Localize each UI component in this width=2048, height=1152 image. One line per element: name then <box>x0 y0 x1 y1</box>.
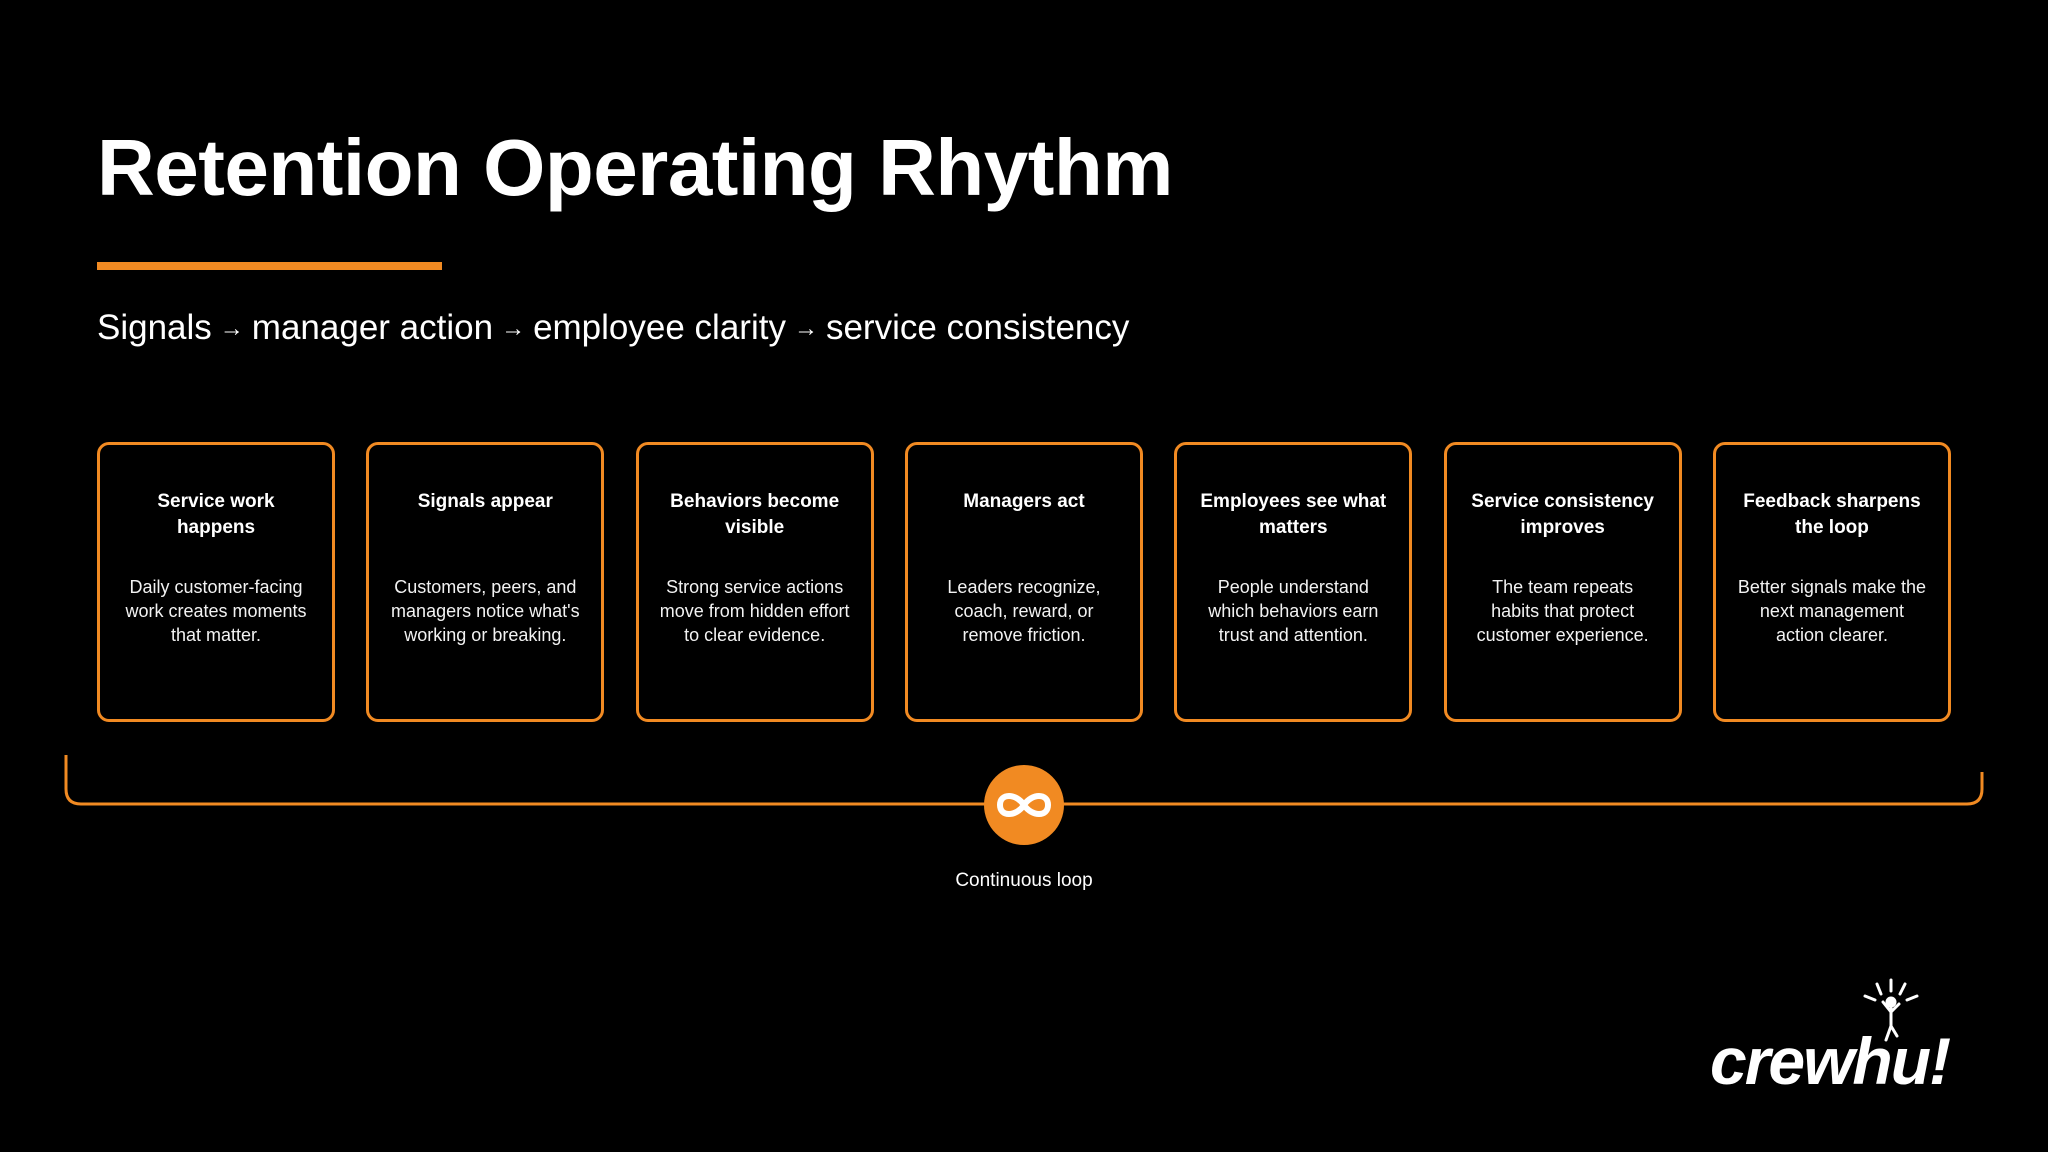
step-card-text: Strong service actions move from hidden … <box>659 577 850 645</box>
step-card-text: Customers, peers, and managers notice wh… <box>391 577 580 645</box>
step-card-title: Feedback sharpens the loop <box>1743 491 1921 538</box>
step-card: Managers act Leaders recognize, coach, r… <box>904 442 1143 722</box>
subtitle-step: Signals <box>97 308 212 347</box>
step-card-title: Managers act <box>963 491 1085 512</box>
step-card: Employees see what matters People unders… <box>1174 442 1413 722</box>
step-card: Service consistency improves The team re… <box>1443 442 1682 722</box>
step-card-title: Service work happens <box>157 491 275 538</box>
step-card-title: Behaviors become visible <box>670 491 840 538</box>
step-card-text: The team repeats habits that protect cus… <box>1476 577 1649 645</box>
step-card: Service work happens Daily customer-faci… <box>97 442 335 722</box>
infinity-icon <box>984 765 1064 845</box>
page-title: Retention Operating Rhythm <box>97 123 1173 212</box>
step-card-text: People understand which behaviors earn t… <box>1208 577 1379 645</box>
step-card-text: Leaders recognize, coach, reward, or rem… <box>947 577 1101 645</box>
crewhu-logo: crewhu! <box>1710 1024 1951 1098</box>
step-card-title: Signals appear <box>417 491 553 512</box>
step-cards: Service work happens Daily customer-faci… <box>97 442 1951 722</box>
subtitle-step: service consistency <box>825 308 1130 347</box>
step-card: Behaviors become visible Strong service … <box>635 442 874 722</box>
arrow-icon: → <box>501 315 526 342</box>
step-card-title: Employees see what matters <box>1200 491 1387 538</box>
subtitle-step: manager action <box>251 308 494 347</box>
step-card: Feedback sharpens the loop Better signal… <box>1712 442 1951 722</box>
loop-label: Continuous loop <box>955 870 1093 891</box>
step-card-text: Daily customer-facing work creates momen… <box>125 577 307 645</box>
step-card: Signals appear Customers, peers, and man… <box>366 442 605 722</box>
step-card-title: Service consistency improves <box>1471 491 1654 538</box>
step-card-text: Better signals make the next management … <box>1737 577 1927 645</box>
arrow-icon: → <box>793 315 818 342</box>
subtitle-step: employee clarity <box>533 308 786 347</box>
flow-subtitle: Signals → manager action → employee clarity →… <box>97 308 1129 348</box>
crewhu-logo-figure-icon <box>1863 978 1919 1042</box>
title-underline <box>97 262 442 270</box>
arrow-icon: → <box>219 315 244 342</box>
